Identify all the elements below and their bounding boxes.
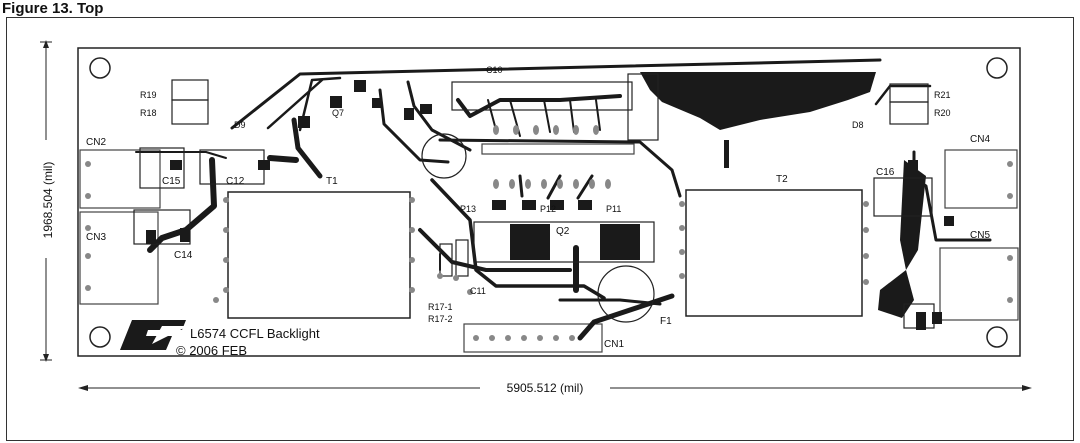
connector-outlines	[79, 143, 1019, 353]
width-dimension: 5905.512 (mil)	[78, 380, 1032, 396]
height-dimension: 1968.504 (mil)	[36, 40, 58, 362]
board-title: L6574 CCFL Backlight	[190, 326, 320, 341]
label-r18: R18	[140, 108, 157, 118]
label-cn5: CN5	[970, 230, 990, 241]
label-c12: C12	[226, 176, 245, 187]
label-q2: Q2	[556, 226, 570, 237]
smd-pads	[146, 80, 954, 330]
label-c15: C15	[162, 176, 181, 187]
label-c11: C11	[470, 286, 486, 296]
transformer-t1	[227, 191, 411, 319]
label-p11: P11	[606, 204, 621, 214]
label-t2: T2	[776, 174, 788, 185]
label-c10: C10	[486, 65, 503, 75]
label-d8: D8	[852, 120, 864, 130]
board-date: © 2006 FEB	[176, 343, 247, 358]
label-p13: P13	[460, 204, 476, 214]
label-cn4: CN4	[970, 134, 990, 145]
transformer-t2	[685, 189, 863, 317]
label-f1: F1	[660, 316, 672, 327]
label-c14: C14	[174, 250, 193, 261]
label-cn1: CN1	[604, 339, 624, 350]
label-cn2: CN2	[86, 137, 106, 148]
width-label: 5905.512 (mil)	[507, 381, 584, 395]
label-c16: C16	[876, 167, 895, 178]
height-label: 1968.504 (mil)	[41, 162, 55, 239]
label-d9: D9	[234, 120, 246, 130]
label-r19: R19	[140, 90, 157, 100]
label-r21: R21	[934, 90, 951, 100]
label-r20: R20	[934, 108, 951, 118]
label-r17-2: R17-2	[428, 314, 453, 324]
copper-pours	[510, 72, 926, 318]
label-cn3: CN3	[86, 232, 106, 243]
label-t1: T1	[326, 176, 338, 187]
mounting-holes	[89, 57, 1008, 348]
figure-title: Figure 13. Top	[2, 0, 104, 17]
st-logo	[120, 320, 188, 350]
pads	[85, 161, 1013, 341]
silk-labels: L6574 CCFL Backlight © 2006 FEB CN1 CN2 …	[86, 65, 990, 358]
label-q7: Q7	[332, 108, 344, 118]
copper-traces	[135, 58, 992, 341]
label-r17-1: R17-1	[428, 302, 453, 312]
label-p12: P12	[540, 204, 556, 214]
figure-frame	[6, 17, 1074, 441]
ic-pads	[493, 125, 611, 189]
